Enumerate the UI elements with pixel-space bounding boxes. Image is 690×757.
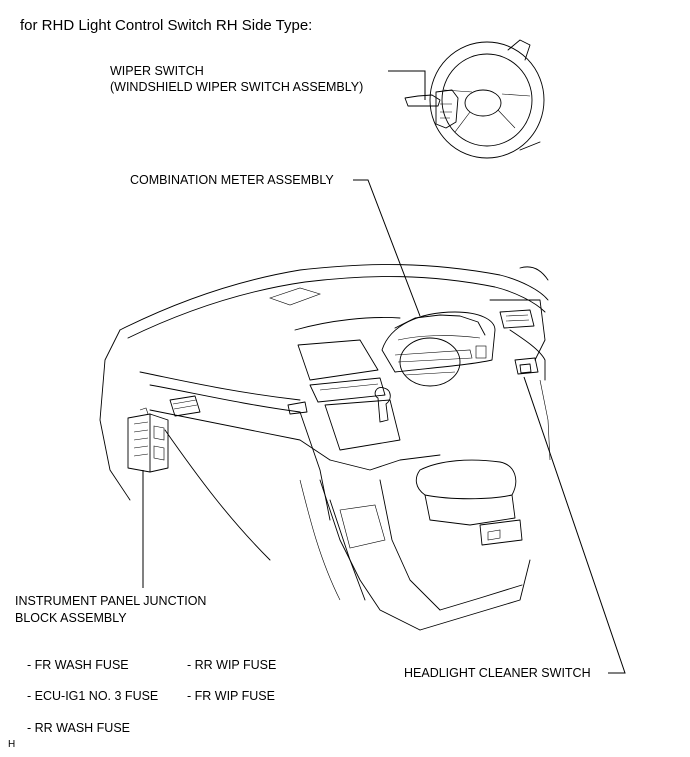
corner-mark: H bbox=[8, 739, 16, 750]
fuse-item: - ECU-IG1 NO. 3 FUSE bbox=[27, 689, 159, 703]
headlight-cleaner-label: HEADLIGHT CLEANER SWITCH bbox=[404, 666, 591, 680]
fuse-item: - FR WIP FUSE bbox=[187, 689, 275, 703]
junction-block-label: INSTRUMENT PANEL JUNCTION bbox=[15, 594, 207, 608]
junction-block-sublabel: BLOCK ASSEMBLY bbox=[15, 611, 127, 625]
headlight-cleaner-leader bbox=[523, 376, 626, 674]
combination-meter-leader bbox=[353, 179, 421, 317]
fuse-item: - FR WASH FUSE bbox=[27, 658, 129, 672]
fuse-item: - RR WASH FUSE bbox=[27, 721, 131, 735]
wiper-switch-sublabel: (WINDSHIELD WIPER SWITCH ASSEMBLY) bbox=[110, 80, 364, 94]
combination-meter-label: COMBINATION METER ASSEMBLY bbox=[130, 173, 334, 187]
wiper-switch-label: WIPER SWITCH bbox=[110, 64, 204, 78]
junction-block bbox=[127, 407, 169, 473]
instrument-panel bbox=[99, 264, 551, 631]
fuse-item: - RR WIP FUSE bbox=[187, 658, 277, 672]
steering-wheel-inset bbox=[388, 39, 545, 159]
combination-meter bbox=[381, 311, 496, 387]
page-heading: for RHD Light Control Switch RH Side Typ… bbox=[20, 17, 313, 34]
